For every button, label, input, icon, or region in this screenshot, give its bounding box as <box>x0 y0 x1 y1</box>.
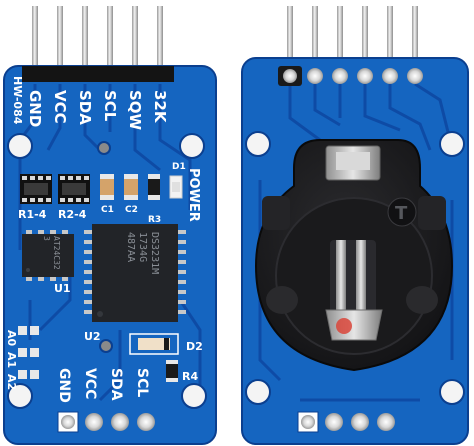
front-header-pins <box>32 6 163 76</box>
front-model-label: HW-084 <box>11 76 24 125</box>
bottom-pin-label-scl: SCL <box>134 368 150 397</box>
back-bottom-pads <box>297 411 395 433</box>
holder-red-dot <box>336 318 352 334</box>
resistor-array-r2-label: R2-4 <box>58 208 87 221</box>
top-pin-label-sqw: SQW <box>126 90 144 131</box>
capacitor-c2-label: C2 <box>125 205 138 215</box>
jumper-a0-label: A0 <box>5 330 18 347</box>
front-top-pin-labels: GND VCC SDA SCL SQW 32K <box>26 90 169 131</box>
resistor-r4 <box>166 360 178 382</box>
top-pin-label-vcc: VCC <box>51 90 69 124</box>
front-mount-hole-tl <box>7 133 33 159</box>
power-label: POWER <box>186 168 201 222</box>
resistor-r3 <box>148 174 160 200</box>
capacitor-c1 <box>100 174 114 200</box>
front-board: HW-084 GND VCC SDA SCL SQW 32K <box>3 6 217 445</box>
holder-mark: T <box>395 203 408 224</box>
capacitor-c2 <box>124 174 138 200</box>
holder-mark-circle <box>387 197 417 227</box>
rtc-u2-label: U2 <box>84 330 101 343</box>
front-header-plastic <box>22 66 174 82</box>
rtc-marking-line2: 1734G <box>137 232 148 262</box>
front-bottom-pads <box>57 411 155 433</box>
eeprom-u1-label: U1 <box>54 282 71 295</box>
led-d1-label: D1 <box>172 162 186 172</box>
battery-holder: T <box>254 139 454 372</box>
back-mount-hole-tl <box>245 131 271 157</box>
eeprom-chip: AT24C32 3 <box>22 230 74 281</box>
capacitor-c1-label: C1 <box>101 205 114 215</box>
jumper-a1-label: A1 <box>5 352 18 368</box>
eeprom-marking-line2: 3 <box>42 236 51 241</box>
bottom-pin-label-vcc: VCC <box>82 368 98 399</box>
bottom-pin-label-sda: SDA <box>108 368 124 401</box>
front-bottom-pin-labels: GND VCC SDA SCL <box>56 368 150 403</box>
resistor-array-r1-label: R1-4 <box>18 208 47 221</box>
resistor-array-r2 <box>58 174 90 204</box>
back-board: T <box>241 6 469 445</box>
front-via <box>97 141 111 155</box>
resistor-r4-label: R4 <box>182 370 198 383</box>
front-mount-hole-tr <box>179 133 205 159</box>
back-mount-hole-bl <box>245 379 271 405</box>
back-mount-hole-br <box>439 379 465 405</box>
top-pin-label-sda: SDA <box>76 90 94 125</box>
eeprom-marking-line1: AT24C32 <box>52 236 61 270</box>
diode-d2 <box>129 333 179 355</box>
bottom-pin-label-gnd: GND <box>56 368 72 403</box>
rtc-chip: DS3231M 1734G 487AA <box>84 224 186 322</box>
led-d1 <box>169 175 183 199</box>
front-mount-hole-bl <box>7 383 33 409</box>
jumper-a2-label: A2 <box>5 374 18 390</box>
resistor-r3-label: R3 <box>148 215 161 225</box>
back-header-pins <box>287 6 418 70</box>
front-via-2 <box>99 339 113 353</box>
diode-d2-label: D2 <box>186 340 203 353</box>
back-traces <box>258 82 454 402</box>
address-jumpers <box>18 326 39 379</box>
resistor-array-r1 <box>20 174 52 204</box>
rtc-marking-line3: 487AA <box>125 232 136 262</box>
top-pin-label-scl: SCL <box>101 90 119 122</box>
top-pin-label-gnd: GND <box>26 90 44 127</box>
back-mount-hole-tr <box>439 131 465 157</box>
back-header-pads <box>278 66 423 86</box>
top-pin-label-32k: 32K <box>151 90 169 124</box>
front-mount-hole-br <box>181 383 207 409</box>
rtc-marking-line1: DS3231M <box>149 232 160 274</box>
